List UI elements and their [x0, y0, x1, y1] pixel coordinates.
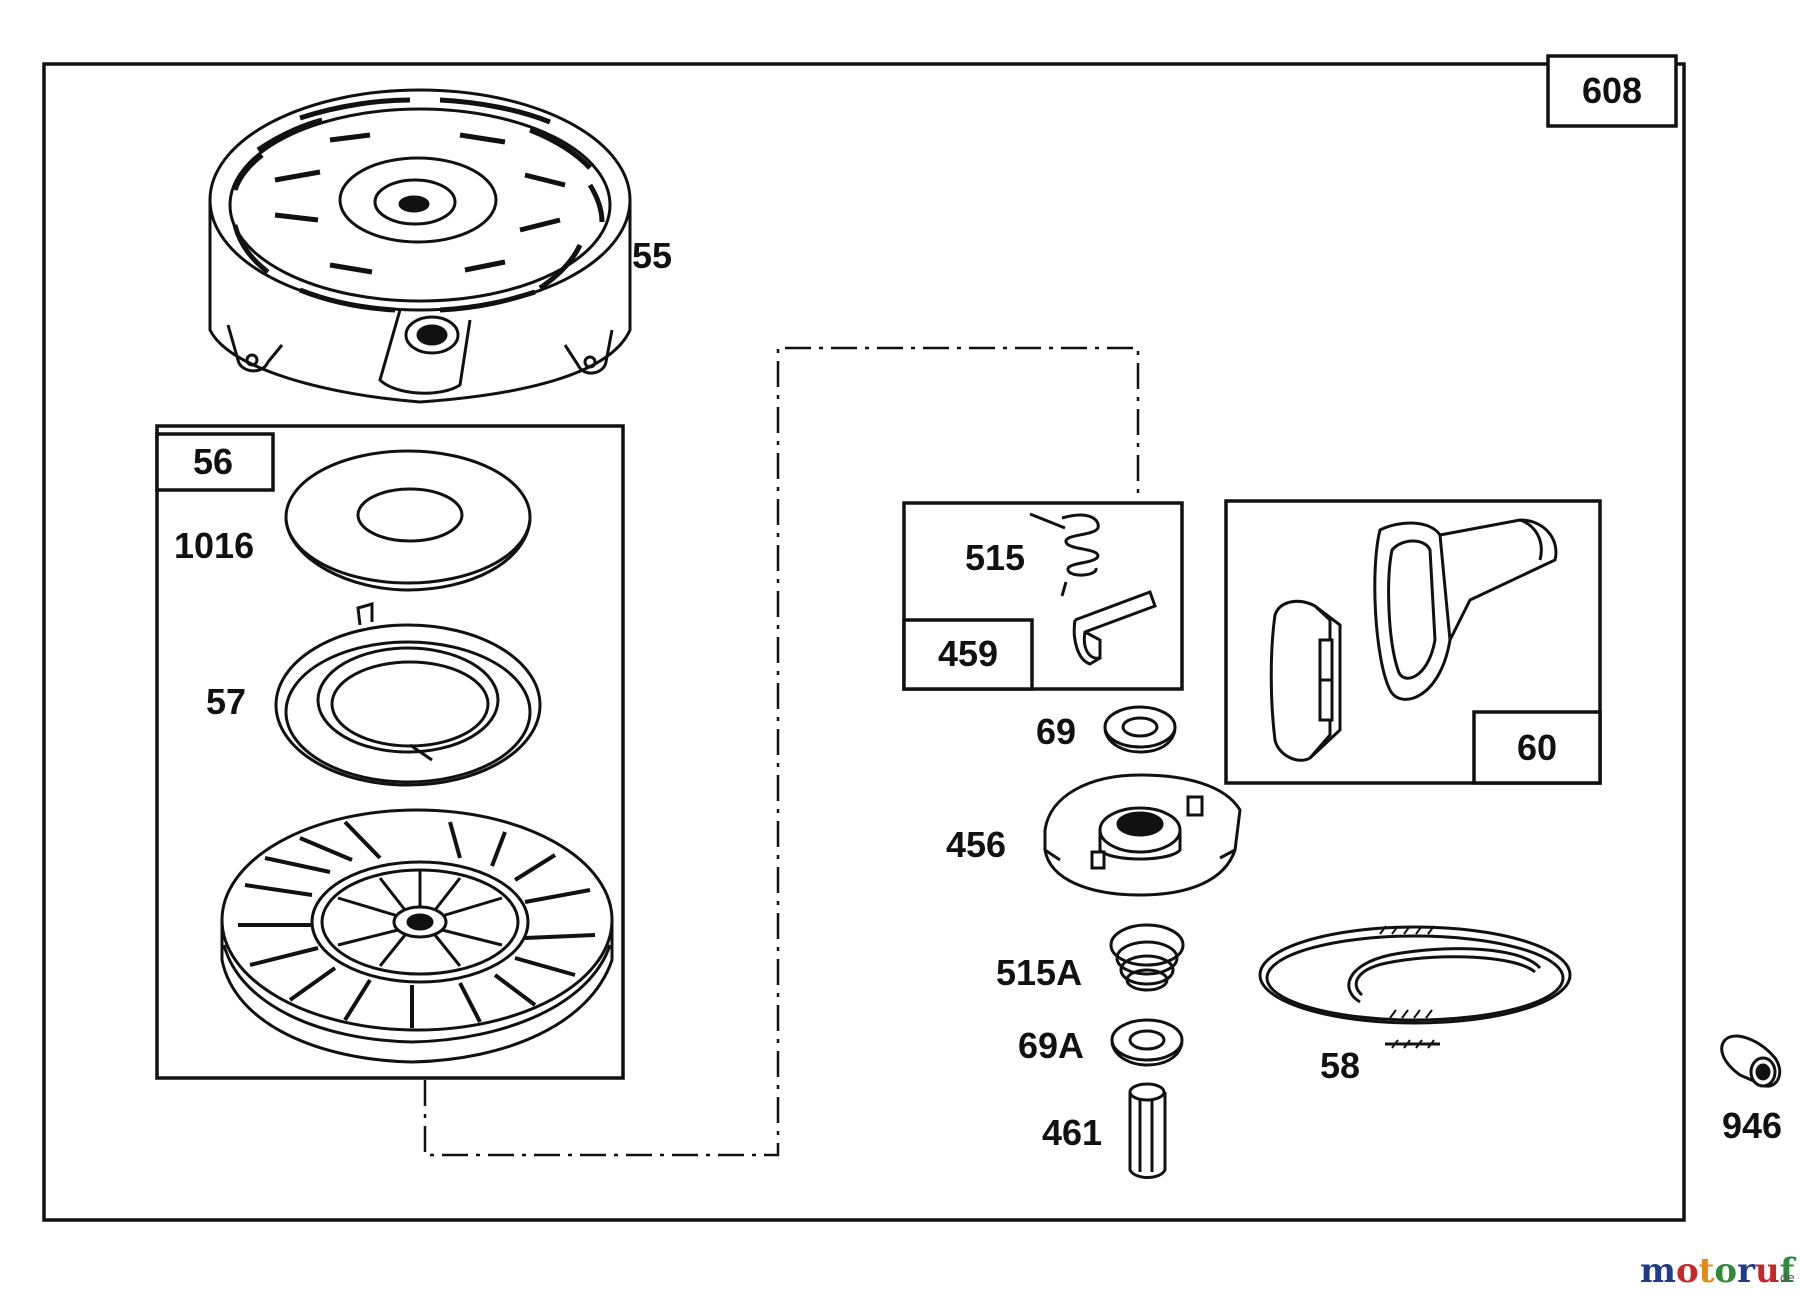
box-60 [1224, 499, 1602, 785]
part-461-pin [1128, 1082, 1167, 1179]
label-459: 459 [938, 633, 998, 674]
box-515-459 [902, 501, 1184, 691]
watermark-logo: motoruf [1640, 1251, 1797, 1291]
outer-frame [42, 62, 1686, 1222]
part-1016-washer [284, 449, 532, 592]
label-456: 456 [946, 824, 1006, 865]
watermark-letter: f [1780, 1251, 1797, 1291]
watermark-tld: .de [1776, 1271, 1795, 1285]
label-515: 515 [965, 537, 1025, 578]
watermark-letter: u [1755, 1251, 1780, 1291]
label-55: 55 [632, 235, 672, 276]
part-69a-washer [1110, 1018, 1184, 1067]
box-56-label-frame [155, 432, 275, 492]
part-515a-spring [1109, 923, 1185, 992]
box-60-label-frame [1472, 710, 1602, 785]
part-459-dog [1072, 590, 1157, 666]
box-459-label-frame [902, 618, 1034, 691]
label-1016: 1016 [174, 525, 254, 566]
part-55-starter-housing [208, 88, 632, 404]
starter-pulley [220, 808, 614, 1064]
label-57: 57 [206, 681, 246, 722]
part-57-spring [274, 602, 542, 787]
part-946-bushing [1720, 1034, 1782, 1088]
assembly-label-box [1546, 54, 1678, 128]
watermark-letter: o [1714, 1251, 1737, 1291]
watermark: motoruf .de [1640, 1251, 1797, 1291]
watermark-letter: m [1640, 1251, 1676, 1291]
label-69: 69 [1036, 711, 1076, 752]
part-60-handle [1269, 518, 1558, 762]
label-58: 58 [1320, 1045, 1360, 1086]
watermark-letter: r [1737, 1251, 1756, 1291]
label-69a: 69A [1018, 1025, 1084, 1066]
assembly-label: 608 [1582, 70, 1642, 111]
watermark-letter: o [1676, 1251, 1699, 1291]
label-461: 461 [1042, 1112, 1102, 1153]
part-58-rope [1258, 925, 1572, 1049]
leader-lines [423, 346, 1140, 1157]
label-946: 946 [1722, 1105, 1782, 1146]
watermark-letter: t [1699, 1251, 1715, 1291]
part-456-ratchet [1043, 773, 1242, 897]
label-515a: 515A [996, 952, 1082, 993]
label-60: 60 [1517, 727, 1557, 768]
label-56: 56 [193, 441, 233, 482]
box-56 [155, 424, 625, 1080]
part-515-spring [1029, 512, 1100, 597]
part-69-washer [1103, 705, 1177, 754]
